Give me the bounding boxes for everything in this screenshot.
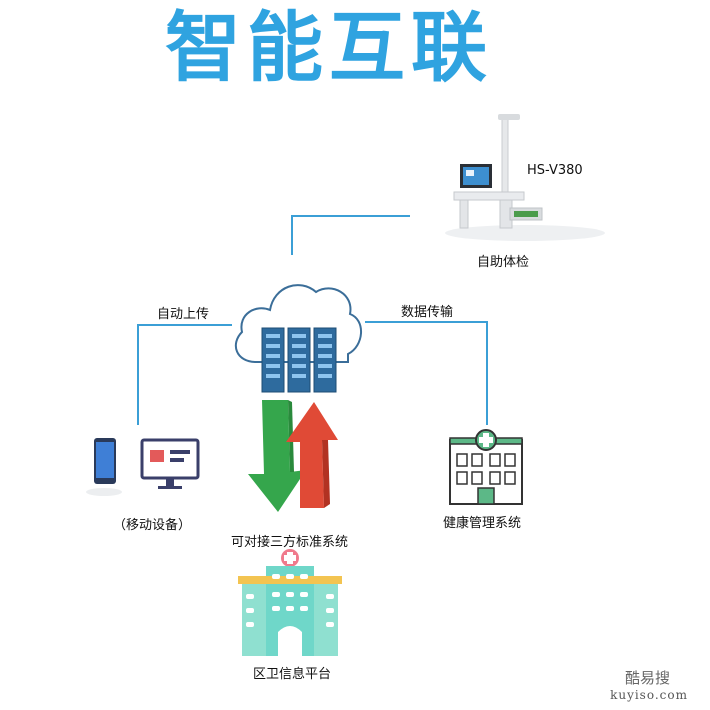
line-to-self-check xyxy=(291,215,410,255)
cloud-server-icon xyxy=(234,284,362,393)
mobile-label: （移动设备） xyxy=(113,518,192,533)
district-platform-label: 区卫信息平台 xyxy=(253,667,332,682)
third-party-label: 可对接三方标准系统 xyxy=(231,535,349,550)
kiosk-device-icon xyxy=(445,114,605,241)
line-to-health-system xyxy=(365,321,488,425)
mobile-devices-icon xyxy=(86,438,200,496)
watermark-logo-text: 酷易搜 xyxy=(624,669,670,687)
page-title: 智能互联 xyxy=(165,3,493,92)
device-model-label: HS-V380 xyxy=(527,163,583,178)
health-system-label: 健康管理系统 xyxy=(443,516,522,531)
hospital-icon xyxy=(449,429,523,505)
data-transfer-label: 数据传输 xyxy=(401,305,454,320)
auto-upload-label: 自动上传 xyxy=(157,307,210,322)
exchange-arrows-icon xyxy=(248,400,338,512)
line-to-mobile xyxy=(137,324,232,425)
district-platform-icon xyxy=(238,549,342,656)
self-check-label: 自助体检 xyxy=(477,255,530,270)
watermark-domain: kuyiso.com xyxy=(610,688,688,702)
